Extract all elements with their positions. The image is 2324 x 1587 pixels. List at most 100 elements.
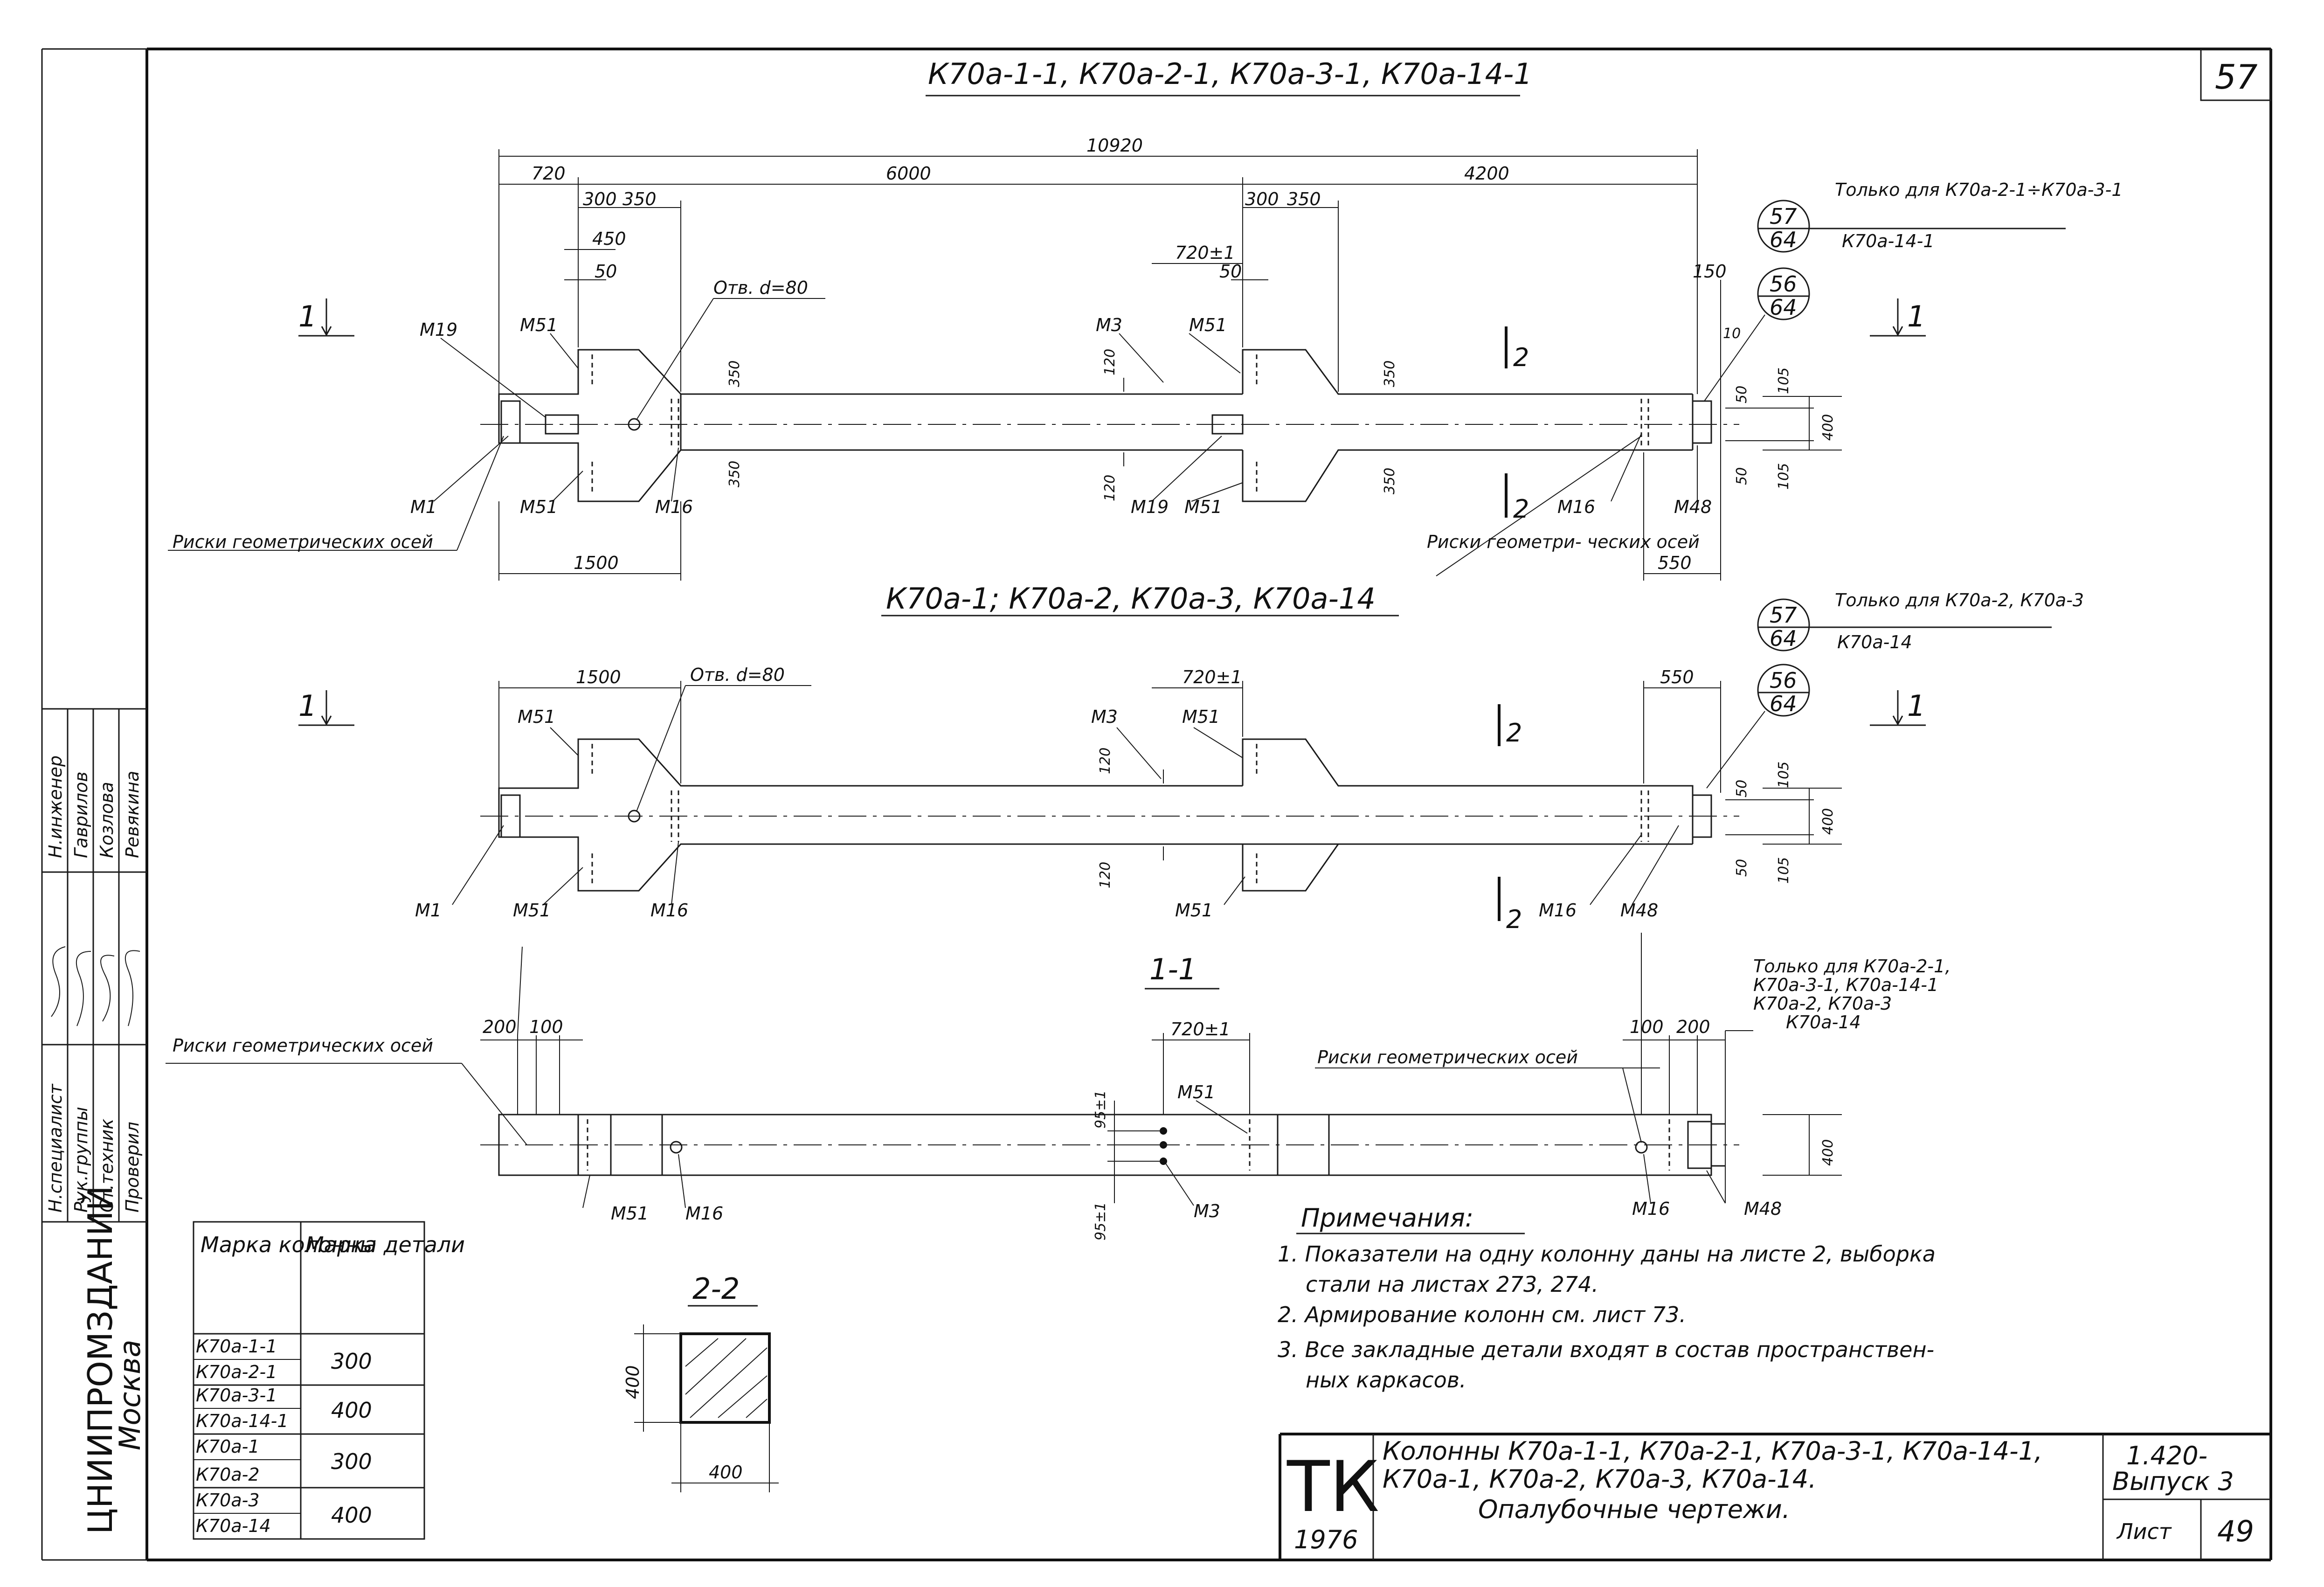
s11-dim-100a: 100 xyxy=(529,1017,563,1037)
dim-50a: 50 xyxy=(595,261,617,282)
mid-part-m48: М48 xyxy=(1620,900,1658,921)
section-mark-2b: 2 xyxy=(1513,494,1529,524)
mid-section-2b: 2 xyxy=(1506,905,1522,934)
s11-only-for-1: Только для К70а-2-1, xyxy=(1753,956,1950,977)
s11-part-m3: М3 xyxy=(1194,1201,1220,1221)
s11-dim-720: 720±1 xyxy=(1170,1019,1231,1040)
s11-axis-note-right: Риски геометрических осей xyxy=(1317,1047,1578,1067)
title-line-3: Опалубочные чертежи. xyxy=(1478,1495,1790,1524)
dim-120-v1: 120 xyxy=(1102,349,1118,375)
city-name: Москва xyxy=(113,1340,147,1451)
ref-b-top: 56 xyxy=(1770,271,1797,297)
part-m16-b: М16 xyxy=(1557,497,1595,517)
stamp-tk: ТК xyxy=(1286,1447,1379,1528)
mid-view-hidden xyxy=(591,744,1649,886)
dim-300b: 300 xyxy=(1245,189,1279,209)
table-row-6-detail: 400 xyxy=(331,1503,372,1528)
svg-text:Н.инженер: Н.инженер xyxy=(45,755,66,858)
mid-view-title: К70а-1; К70а-2, К70а-3, К70а-14 xyxy=(886,582,1376,616)
dim-720pm1: 720±1 xyxy=(1175,243,1235,263)
dim-350-v4: 350 xyxy=(1382,468,1398,494)
mid-dim-50a: 50 xyxy=(1734,780,1750,797)
dim-350-v1: 350 xyxy=(726,360,743,387)
mid-dim-400: 400 xyxy=(1820,808,1836,835)
s11-part-m16b: М16 xyxy=(1632,1199,1670,1219)
stamp-roles: Н.специалист Рук.группы Ст.техник Провер… xyxy=(45,1083,143,1213)
s11-dim-200b: 200 xyxy=(1676,1017,1710,1037)
table-row-7-mark: К70а-14 xyxy=(196,1516,271,1536)
dim-400-v1: 400 xyxy=(1820,414,1836,441)
dim-10: 10 xyxy=(1723,326,1741,342)
mid-part-m51-c: М51 xyxy=(513,900,551,921)
top-section-marks xyxy=(298,298,1926,518)
stamp-signatures xyxy=(51,946,140,1026)
svg-text:Гаврилов: Гаврилов xyxy=(71,771,91,858)
dim-50-v2: 50 xyxy=(1734,467,1750,485)
table-row-2-detail: 400 xyxy=(331,1398,372,1423)
dim-350-v2: 350 xyxy=(726,461,743,487)
dim-50b: 50 xyxy=(1219,261,1242,282)
hole-label-a: Отв. d=80 xyxy=(713,277,808,298)
title-line-1: Колонны К70а-1-1, К70а-2-1, К70а-3-1, К7… xyxy=(1383,1436,2042,1466)
part-m51-d: М51 xyxy=(1184,497,1222,517)
mid-dim-120b: 120 xyxy=(1097,862,1114,888)
top-view-leaders xyxy=(168,298,1698,576)
institute-name: ЦНИИПРОМЗДАНИЙ xyxy=(81,1185,120,1534)
ref-b-bottom: 64 xyxy=(1770,295,1797,320)
notes-title: Примечания: xyxy=(1301,1203,1473,1233)
table-row-5-mark: К70а-2 xyxy=(196,1464,260,1485)
mid-part-m51-b: М51 xyxy=(1182,707,1220,727)
dim-450: 450 xyxy=(592,229,626,249)
section-mark-2a: 2 xyxy=(1513,343,1529,372)
only-for-a1: Только для К70а-2-1÷К70а-3-1 xyxy=(1835,180,2123,200)
mid-hole-label: Отв. d=80 xyxy=(690,665,785,685)
dim-6000: 6000 xyxy=(886,163,931,184)
part-m19-b: М19 xyxy=(1131,497,1169,517)
only-for-a2: К70а-14-1 xyxy=(1842,231,1935,251)
note-1a: 1. Показатели на одну колонну даны на ли… xyxy=(1278,1241,1936,1267)
svg-text:Н.специалист: Н.специалист xyxy=(45,1083,66,1213)
section-22-title: 2-2 xyxy=(692,1272,740,1306)
s11-part-m16a: М16 xyxy=(685,1203,723,1224)
dim-350a: 350 xyxy=(622,189,657,209)
part-m48-a: М48 xyxy=(1674,497,1712,517)
page-number: 57 xyxy=(2215,57,2258,97)
part-m3-a: М3 xyxy=(1096,315,1122,335)
dim-120-v2: 120 xyxy=(1102,475,1118,501)
table-row-1-mark: К70а-2-1 xyxy=(196,1362,277,1382)
table-header-col1: Марка колонны xyxy=(201,1232,377,1257)
sheet-number: 49 xyxy=(2217,1514,2254,1548)
table-row-0-mark: К70а-1-1 xyxy=(196,1336,277,1357)
note-2: 2. Армирование колонн см. лист 73. xyxy=(1278,1302,1686,1327)
title-line-2: К70а-1, К70а-2, К70а-3, К70а-14. xyxy=(1383,1464,1816,1494)
side-stamp xyxy=(42,708,147,1223)
dim-350b: 350 xyxy=(1287,189,1321,209)
s11-only-for-3: К70а-2, К70а-3 xyxy=(1753,993,1892,1014)
mid-view-dimensions xyxy=(498,681,1842,845)
section-mark-1b: 1 xyxy=(1907,299,1925,333)
mid-only-for-2: К70а-14 xyxy=(1837,632,1912,652)
stamp-names: Н.инженер Гаврилов Козлова Ревякина xyxy=(45,755,143,858)
s11-dim-200a: 200 xyxy=(483,1017,517,1037)
s11-part-m48: М48 xyxy=(1744,1199,1782,1219)
mid-ref-b-top: 56 xyxy=(1770,668,1797,693)
table-row-4-detail: 300 xyxy=(331,1449,372,1474)
svg-text:Козлова: Козлова xyxy=(97,782,117,858)
dim-50-v1: 50 xyxy=(1734,386,1750,403)
mid-dim-1500: 1500 xyxy=(576,667,621,687)
s11-dim-400: 400 xyxy=(1820,1139,1836,1166)
table-row-4-mark: К70а-1 xyxy=(196,1436,260,1457)
mid-part-m51-a: М51 xyxy=(518,707,555,727)
series-code: 1.420- xyxy=(2126,1441,2207,1470)
top-view-title: К70а-1-1, К70а-2-1, К70а-3-1, К70а-14-1 xyxy=(928,57,1532,91)
mid-dim-105b: 105 xyxy=(1776,857,1792,884)
note-3a: 3. Все закладные детали входят в состав … xyxy=(1278,1337,1934,1362)
ref-a-top: 57 xyxy=(1770,204,1797,229)
title-block xyxy=(1279,1433,2271,1560)
table-row-6-mark: К70а-3 xyxy=(196,1490,260,1511)
table-row-3-mark: К70а-14-1 xyxy=(196,1411,289,1431)
dim-105-v1: 105 xyxy=(1776,367,1792,394)
mid-dim-120a: 120 xyxy=(1097,748,1114,774)
dim-150: 150 xyxy=(1693,261,1727,282)
